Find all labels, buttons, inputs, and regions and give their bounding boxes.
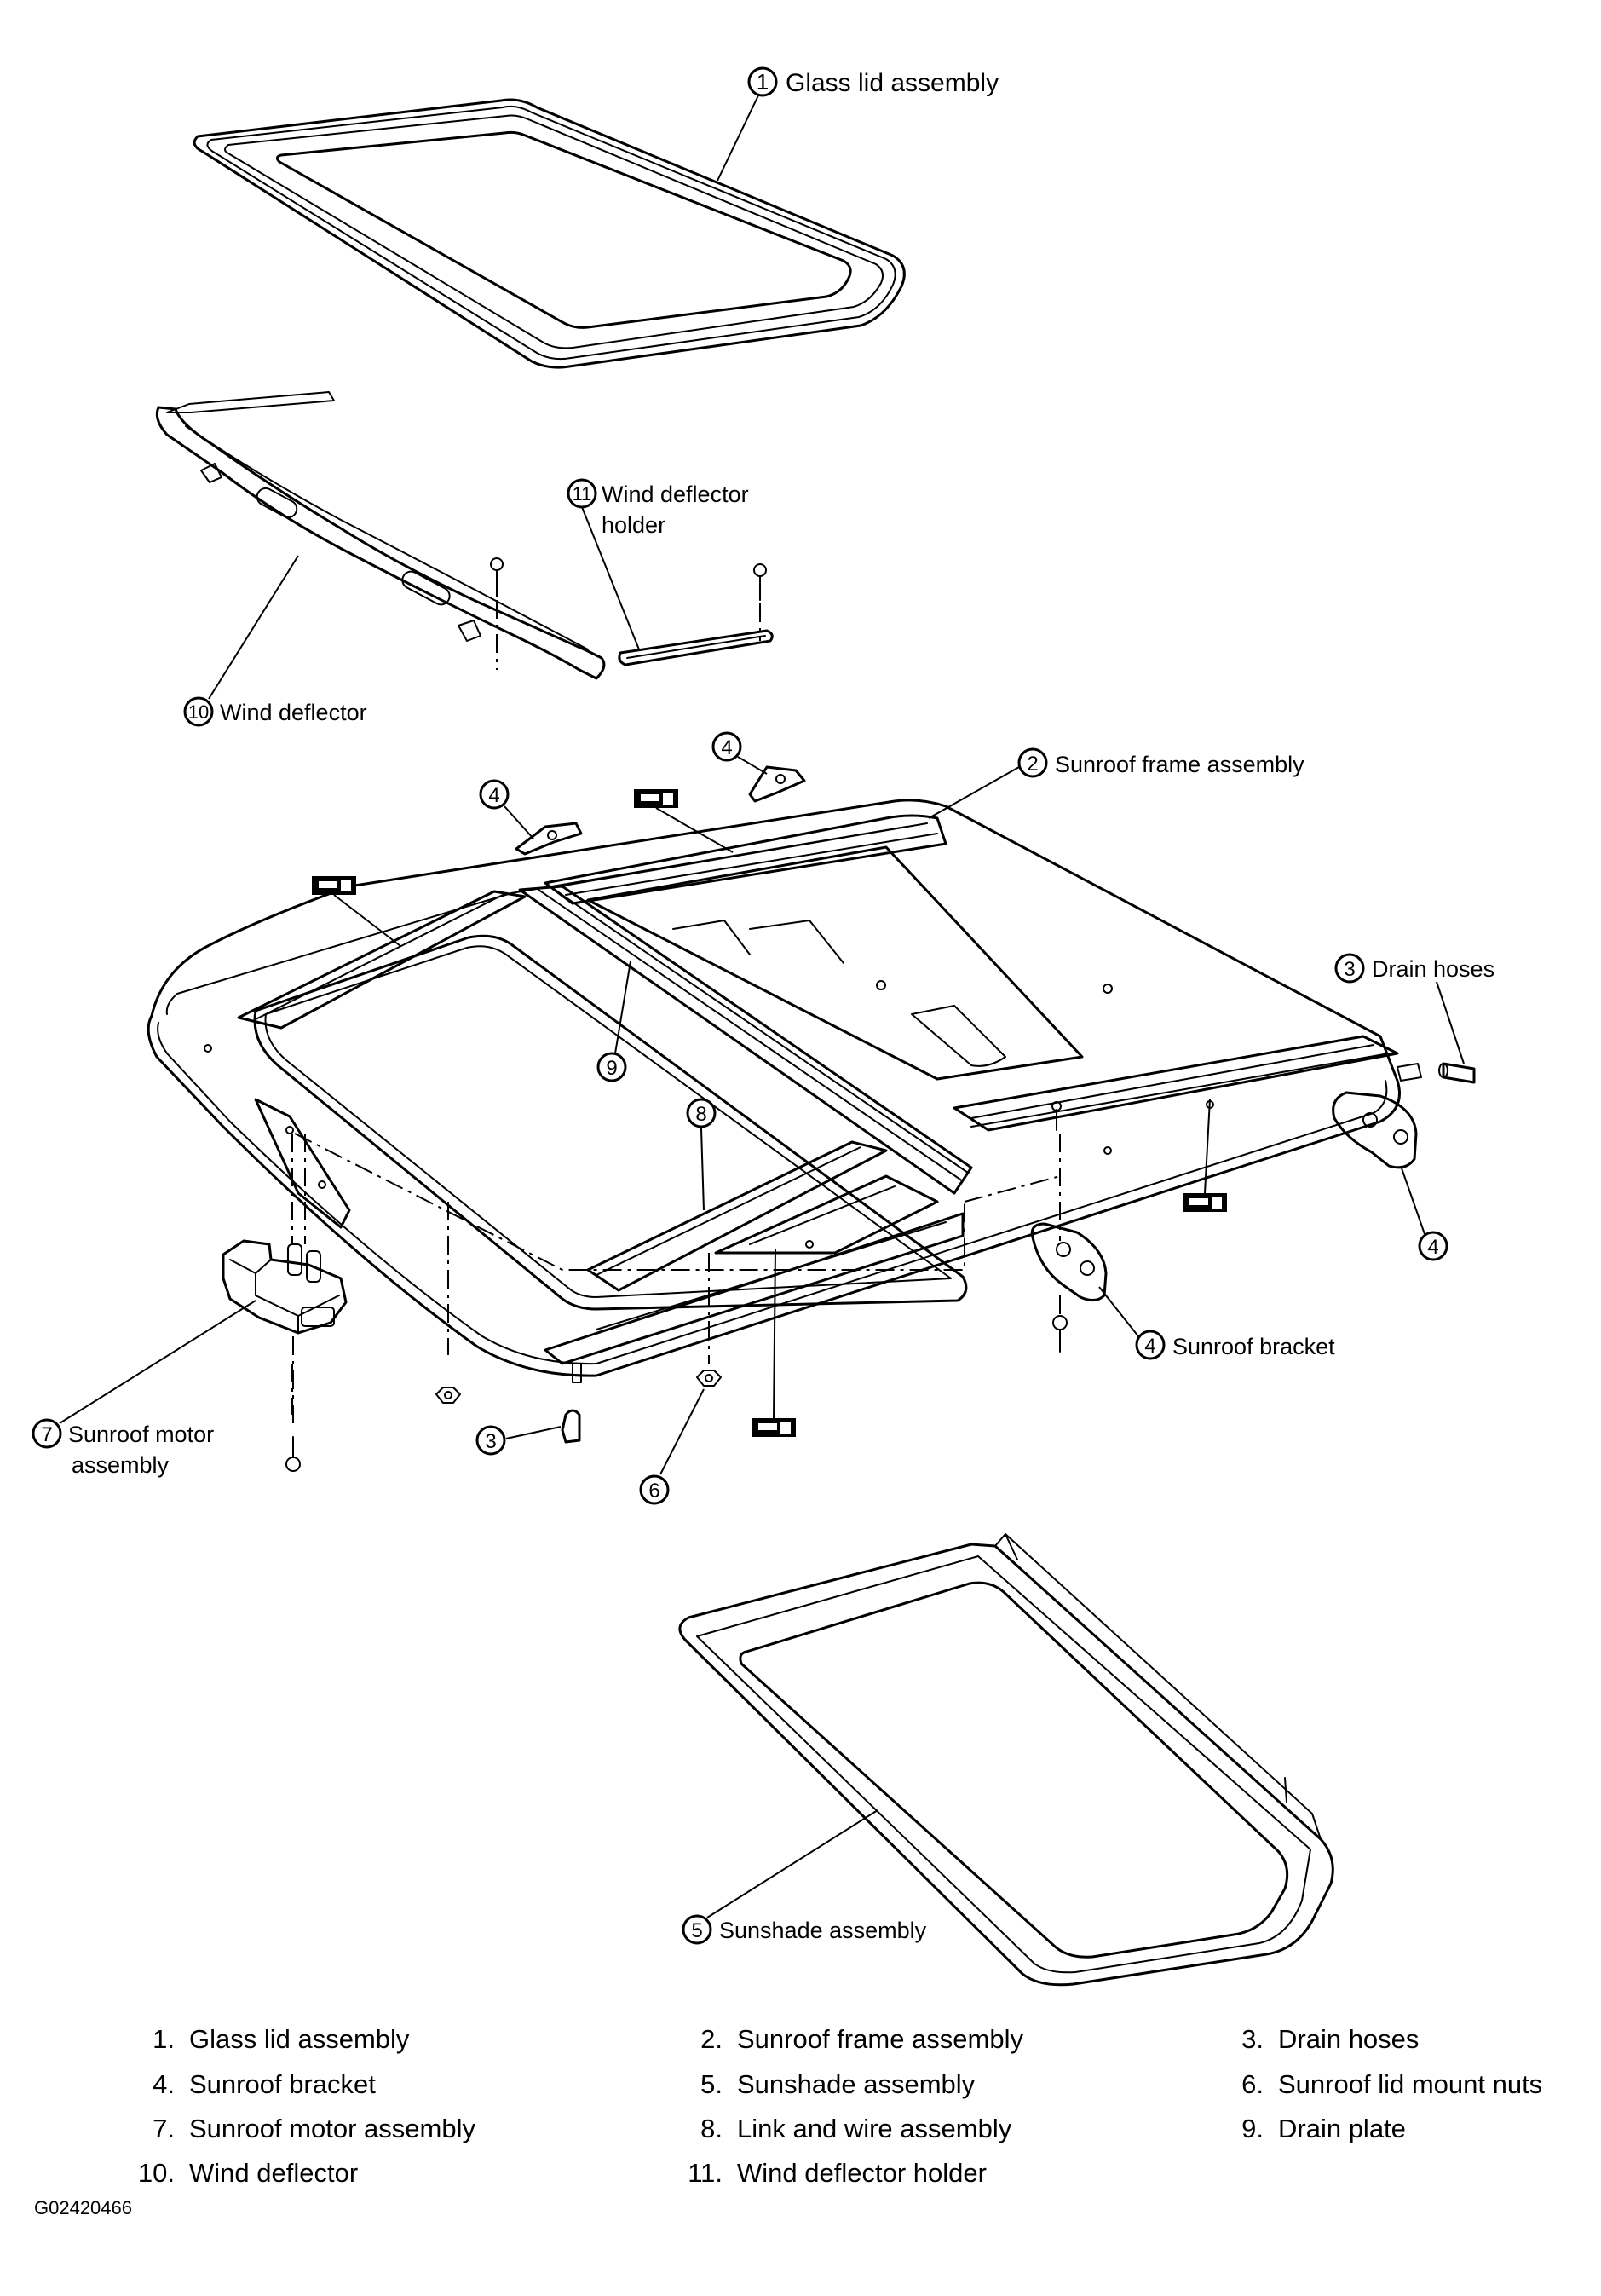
sunroof-bracket-1 <box>515 822 583 856</box>
legend-label: Link and wire assembly <box>737 2114 1012 2143</box>
callout-3-front: 3 <box>475 1425 562 1456</box>
legend-num: 5. <box>700 2069 723 2099</box>
grease-leaders <box>333 807 1211 1419</box>
figure-code: G02420466 <box>34 2197 132 2218</box>
callout-8: 8 <box>686 1098 717 1211</box>
legend-label: Sunroof frame assembly <box>737 2024 1023 2054</box>
rail-bolt <box>1051 1101 1062 1131</box>
legend-num: 1. <box>153 2024 175 2054</box>
callout-2: 2 Sunroof frame assembly <box>928 747 1304 819</box>
callout-11: 11 Wind deflector holder <box>567 478 749 650</box>
sunroof-motor-assembly-drawing <box>222 1239 348 1428</box>
grease-symbol-3 <box>1183 1193 1227 1212</box>
grease-symbol-1 <box>634 789 678 808</box>
legend-num: 8. <box>700 2114 723 2143</box>
callout-7: 7 Sunroof motor assembly <box>32 1300 256 1478</box>
callout-label: Wind deflector <box>220 700 367 725</box>
callout-label: Sunshade assembly <box>719 1918 927 1943</box>
callout-number: 2 <box>1027 753 1038 776</box>
callout-label: Sunroof frame assembly <box>1055 752 1304 777</box>
grease-symbol-2 <box>312 876 356 895</box>
grease-symbol-4 <box>752 1418 796 1437</box>
callout-number: 4 <box>1144 1335 1155 1358</box>
callout-number: 3 <box>1344 958 1355 981</box>
deflector-screw-2 <box>753 563 767 641</box>
callout-10: 10 Wind deflector <box>183 555 367 727</box>
callout-4-upper-left: 4 <box>479 779 534 839</box>
callout-6: 6 <box>639 1388 705 1505</box>
wind-deflector-holder-drawing <box>618 629 774 666</box>
callout-label: Wind deflector <box>602 482 749 507</box>
sunroof-bracket-4 <box>1030 1222 1108 1301</box>
lid-mount-nut-2 <box>696 1370 722 1387</box>
bracket-bolt <box>1052 1315 1068 1353</box>
callout-5: 5 Sunshade assembly <box>682 1809 927 1945</box>
callout-label: Drain hoses <box>1372 956 1494 982</box>
callout-1: 1 Glass lid assembly <box>717 66 999 182</box>
legend-num: 2. <box>700 2024 723 2054</box>
callout-9: 9 <box>596 961 631 1082</box>
legend-num: 9. <box>1241 2114 1264 2143</box>
callout-label: Sunroof bracket <box>1172 1334 1335 1359</box>
legend-label: Drain hoses <box>1278 2024 1420 2054</box>
legend-num: 11. <box>688 2158 723 2188</box>
callout-number: 11 <box>573 483 592 505</box>
legend-label: Sunroof motor assembly <box>189 2114 475 2143</box>
callout-number: 1 <box>757 69 769 95</box>
callout-number: 3 <box>485 1430 496 1453</box>
legend-num: 7. <box>153 2114 175 2143</box>
legend-num: 4. <box>153 2069 175 2099</box>
glass-lid-assembly-drawing <box>193 98 906 369</box>
callout-number: 10 <box>188 701 209 723</box>
legend-label: Sunroof bracket <box>189 2069 376 2099</box>
deflector-screw-1 <box>490 557 504 670</box>
sunroof-bracket-3 <box>1332 1091 1418 1169</box>
callout-4-upper-center: 4 <box>711 731 768 775</box>
legend-num: 3. <box>1241 2024 1264 2054</box>
callout-number: 4 <box>1427 1236 1438 1259</box>
legend-label: Drain plate <box>1278 2114 1406 2143</box>
callout-number: 4 <box>721 736 732 759</box>
callout-4-right: 4 <box>1400 1165 1448 1261</box>
callout-label: Glass lid assembly <box>786 69 999 97</box>
callout-number: 4 <box>488 784 499 807</box>
legend-label: Wind deflector holder <box>737 2158 987 2188</box>
callout-number: 7 <box>41 1423 52 1446</box>
legend-num: 6. <box>1241 2069 1264 2099</box>
callout-number: 5 <box>691 1919 702 1942</box>
callout-3-drain-hoses: 3 Drain hoses <box>1334 953 1494 1064</box>
drain-hose-front <box>561 1409 581 1444</box>
legend-num: 10. <box>137 2158 175 2188</box>
legend-label: Sunshade assembly <box>737 2069 976 2099</box>
legend-label: Wind deflector <box>189 2158 359 2188</box>
drain-hose-rear <box>1438 1062 1476 1084</box>
sunroof-frame-assembly-drawing <box>147 799 1422 1383</box>
wind-deflector-drawing <box>155 391 606 680</box>
callout-4-sunroof-bracket: 4 Sunroof bracket <box>1098 1286 1335 1360</box>
legend-label: Sunroof lid mount nuts <box>1278 2069 1543 2099</box>
callout-number: 6 <box>648 1480 659 1503</box>
callout-number: 8 <box>695 1103 706 1126</box>
motor-bolt <box>285 1436 301 1472</box>
sunshade-assembly-drawing <box>678 1533 1334 1987</box>
callout-label: Sunroof motor <box>68 1422 214 1447</box>
callout-number: 9 <box>606 1057 617 1080</box>
callout-label-line2: holder <box>602 512 665 538</box>
callout-label-line2: assembly <box>72 1452 170 1478</box>
sunroof-bracket-2 <box>748 765 806 803</box>
lid-mount-nut-1 <box>435 1387 461 1404</box>
legend-label: Glass lid assembly <box>189 2024 410 2054</box>
